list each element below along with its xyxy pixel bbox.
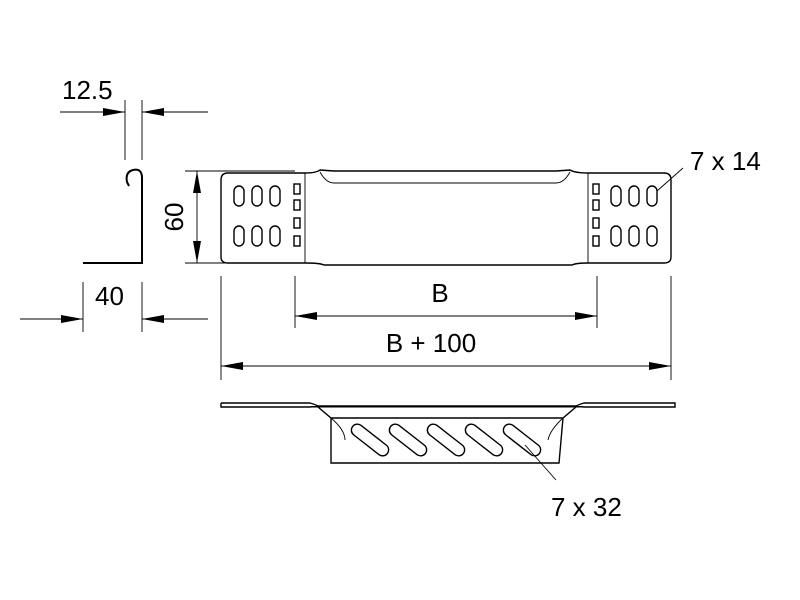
dim-b100-arrow-right (649, 362, 671, 370)
right-end-slots (592, 183, 658, 247)
end-slot (646, 185, 658, 207)
bottom-slot (464, 423, 504, 457)
dim-b-label: B (431, 278, 448, 308)
dim-40-arrow-left (61, 315, 83, 323)
dim-60-label: 60 (159, 203, 189, 232)
front-view: 7 x 32 (220, 402, 676, 522)
front-body (317, 406, 577, 464)
dim-40-arrow-right (142, 315, 164, 323)
square-slot (592, 199, 600, 211)
square-slot (293, 235, 301, 247)
bottom-slot-leader (524, 444, 557, 481)
end-slot (269, 185, 281, 207)
end-slot (610, 225, 622, 247)
dim-b-arrow-left (295, 312, 317, 320)
dim-12-5-arrow-left (103, 108, 125, 116)
square-slot (592, 183, 600, 195)
bottom-slot (388, 423, 428, 457)
left-end-slots (233, 183, 301, 247)
top-view: 60 (159, 146, 761, 380)
center-bevel-right (555, 171, 571, 184)
front-body-inner (330, 417, 564, 441)
plate-outline (220, 169, 672, 266)
end-slot-leader (656, 167, 684, 192)
dim-40-label: 40 (95, 281, 124, 311)
bottom-slot (502, 423, 542, 457)
end-slot-size-label: 7 x 14 (690, 146, 761, 176)
bottom-slots (350, 423, 542, 457)
square-slot (293, 199, 301, 211)
center-bevel-left (319, 171, 335, 184)
square-slot (592, 235, 600, 247)
dim-12-5-label: 12.5 (62, 75, 113, 105)
bottom-slot (426, 423, 466, 457)
dim-b100-label: B + 100 (386, 328, 476, 358)
end-slot (233, 225, 245, 247)
end-slot (628, 225, 640, 247)
bottom-slot (350, 423, 390, 457)
square-slot (293, 217, 301, 229)
dim-b-arrow-right (575, 312, 597, 320)
dim-b100-arrow-left (221, 362, 243, 370)
dim-60-arrow-bottom (193, 241, 201, 263)
end-slot (251, 185, 263, 207)
front-flange (220, 402, 676, 408)
end-slot (646, 225, 658, 247)
square-slot (293, 183, 301, 195)
end-slot (251, 225, 263, 247)
bottom-slot-size-label: 7 x 32 (551, 492, 622, 522)
end-slot (628, 185, 640, 207)
dim-60-arrow-top (193, 171, 201, 193)
side-profile-view: 12.5 40 (20, 75, 208, 332)
end-slot (233, 185, 245, 207)
end-slot (610, 185, 622, 207)
dim-12-5-arrow-right (142, 108, 164, 116)
side-profile-outline (83, 168, 143, 264)
square-slot (592, 217, 600, 229)
end-slot (269, 225, 281, 247)
